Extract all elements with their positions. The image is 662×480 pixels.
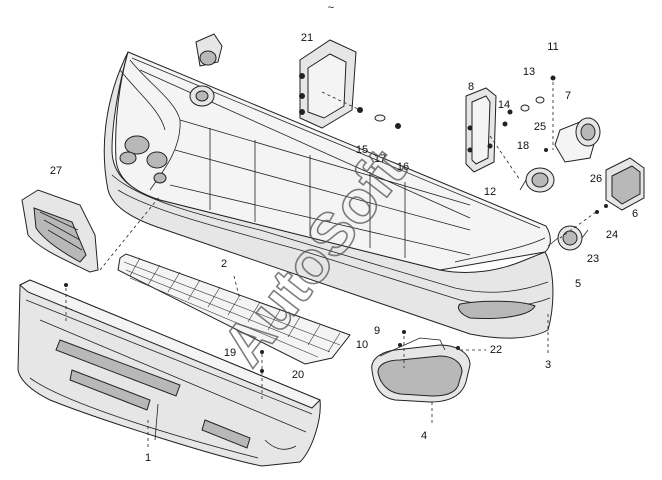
callout-22: 22 bbox=[490, 344, 502, 356]
fog-lamp bbox=[547, 225, 589, 251]
callout-26: 26 bbox=[590, 173, 602, 185]
reinforcement-frame bbox=[169, 119, 471, 258]
fasteners bbox=[64, 75, 608, 373]
callout-10: 10 bbox=[356, 339, 368, 351]
callout-labels: 1 2 3 4 5 6 7 8 9 10 11 12 13 14 15 16 1… bbox=[50, 32, 638, 464]
mount-bracket-8 bbox=[465, 87, 497, 173]
callout-19: 19 bbox=[224, 347, 236, 359]
top-lamp bbox=[189, 85, 215, 107]
callout-13: 13 bbox=[523, 66, 535, 78]
cube-lamp bbox=[605, 157, 645, 211]
callout-3: 3 bbox=[545, 359, 551, 371]
callout-1: 1 bbox=[145, 452, 151, 464]
mount-bracket-21 bbox=[299, 39, 357, 129]
callout-24: 24 bbox=[606, 229, 618, 241]
callout-7: 7 bbox=[565, 90, 571, 102]
callout-4: 4 bbox=[421, 430, 427, 442]
callout-16: 16 bbox=[397, 161, 409, 173]
callout-17: 17 bbox=[374, 153, 386, 165]
callout-20: 20 bbox=[292, 369, 304, 381]
lamp-7 bbox=[554, 117, 601, 163]
callout-11: 11 bbox=[547, 41, 558, 53]
callout-2: 2 bbox=[221, 258, 227, 270]
callout-14: 14 bbox=[498, 99, 510, 111]
right-corner-lamp bbox=[371, 337, 471, 403]
callout-15: 15 bbox=[356, 144, 368, 156]
callout-12: 12 bbox=[484, 186, 496, 198]
leader-lines bbox=[65, 82, 597, 448]
mesh-grille bbox=[117, 253, 351, 365]
left-headlamp bbox=[21, 189, 99, 273]
callout-25: 25 bbox=[534, 121, 546, 133]
callout-5: 5 bbox=[575, 278, 581, 290]
callout-21: 21 bbox=[301, 32, 313, 44]
lamp-18 bbox=[519, 167, 555, 193]
top-lamp-bracket bbox=[195, 33, 223, 67]
callout-8: 8 bbox=[468, 81, 474, 93]
callout-9-a: 9 bbox=[374, 325, 380, 337]
front-panel bbox=[17, 279, 321, 467]
header-mark: ~ bbox=[328, 2, 334, 14]
callout-23: 23 bbox=[587, 253, 599, 265]
callout-27: 27 bbox=[50, 165, 62, 177]
callout-6: 6 bbox=[632, 208, 638, 220]
callout-18: 18 bbox=[517, 140, 529, 152]
